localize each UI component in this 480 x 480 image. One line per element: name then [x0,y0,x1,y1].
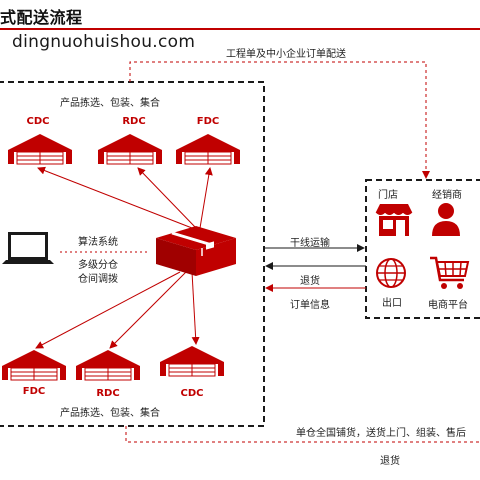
bottom-group-label: 产品拣选、包装、集合 [60,408,160,419]
warehouse-label: CDC [26,116,50,127]
arrow-to-bottom-cdc [191,271,200,345]
algorithm-label: 算法系统 [78,237,118,248]
arrow-to-bottom-fdc [35,271,181,349]
export-label: 出口 [382,298,402,309]
store-icon [375,204,413,236]
trunk-label: 干线运输 [290,238,330,249]
arrow-to-top-cdc [37,166,193,229]
laptop-icon [2,232,54,264]
warehouse-icon [160,346,224,377]
top-flow-line [129,61,430,179]
page-title: 式配送流程 [0,8,83,27]
warehouse-network-box [0,81,265,427]
warehouse-label: RDC [122,116,146,127]
dealer-icon [432,203,460,236]
bottom-flow-label: 单仓全国铺货，送货上门、组装、售后 [296,428,466,439]
bottom-return-label: 退货 [380,456,400,467]
top-flow-label: 工程单及中小企业订单配送 [226,49,346,60]
warehouse-icon [98,134,162,165]
warehouse-label: FDC [22,386,46,397]
arrow-to-top-fdc [199,167,213,229]
store-label: 门店 [378,190,398,201]
ecommerce-label: 电商平台 [428,300,468,311]
order-info-label: 订单信息 [290,300,330,311]
warehouse-label: FDC [196,116,220,127]
return-label: 退货 [300,276,320,287]
multi-warehouse-label: 多级分仓 [78,260,118,271]
package-box-icon [156,226,236,276]
warehouse-icon [2,350,66,381]
dealer-label: 经销商 [432,190,462,201]
cart-icon [430,256,470,289]
arrow-to-top-rdc [137,167,197,229]
warehouse-label: RDC [96,388,120,399]
warehouse-icon [8,134,72,165]
globe-icon [376,258,406,288]
warehouse-label: CDC [180,388,204,399]
title-divider [0,28,480,30]
watermark-text: dingnuohuishou.com [12,32,196,52]
warehouse-icon [76,350,140,381]
arrow-to-bottom-rdc [109,271,187,349]
bottom-flow-line [125,426,480,443]
customer-box [365,179,480,319]
warehouse-icon [176,134,240,165]
transfer-label: 仓间调拨 [78,274,118,285]
top-group-label: 产品拣选、包装、集合 [60,98,160,109]
